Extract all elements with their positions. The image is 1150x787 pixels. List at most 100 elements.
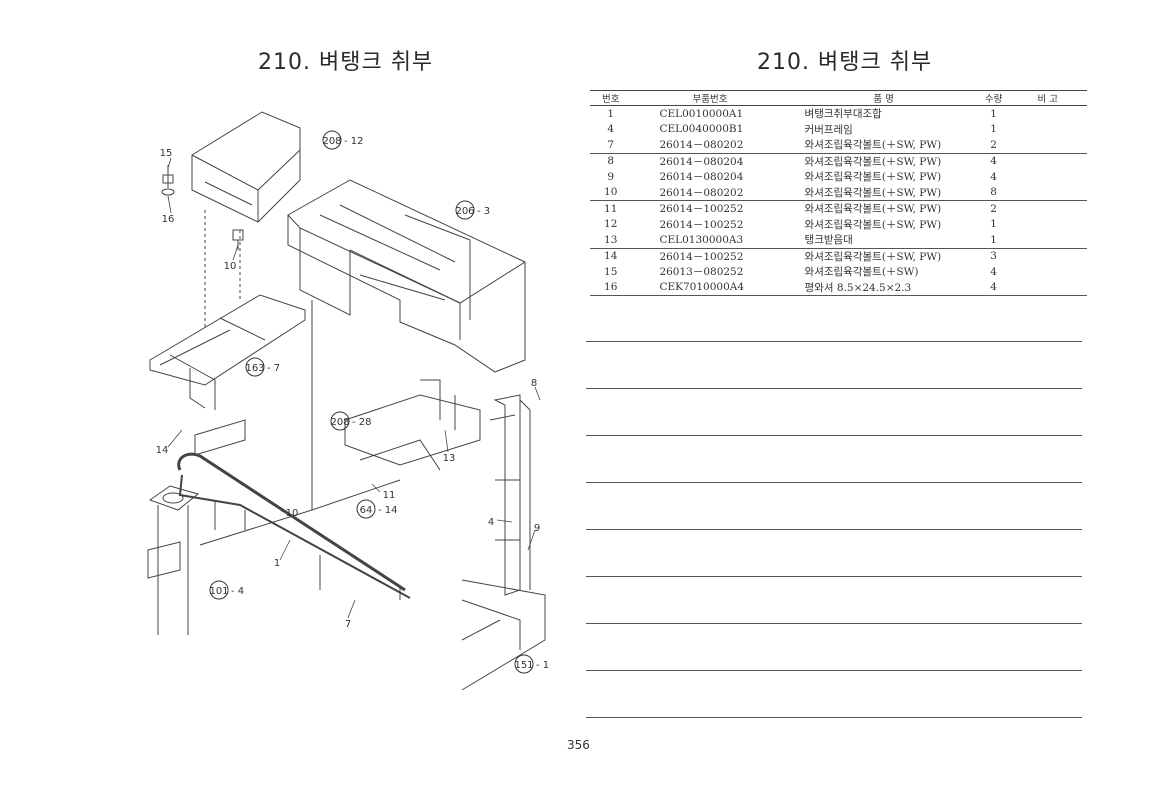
callout-10-upper: 10 <box>224 261 237 272</box>
callout-151-1-suffix: - 1 <box>536 660 549 671</box>
blank-rule-line <box>586 623 1082 624</box>
row-name: 탱크받음대 <box>788 232 979 249</box>
row-remarks <box>1008 106 1087 122</box>
row-no: 13 <box>590 232 632 249</box>
row-remarks <box>1008 232 1087 249</box>
row-qty: 4 <box>990 155 997 168</box>
callout-206-3-suffix: - 3 <box>477 206 490 217</box>
row-part-no: CEK7010000A4 <box>631 279 789 296</box>
table-row: 16 CEK7010000A4 평와셔 8.5×24.5×2.3 4 <box>590 279 1087 296</box>
table-row: 9 26014－080204 와셔조립육각볼트(＋SW, PW) 4 <box>590 169 1087 185</box>
row-no: 15 <box>604 265 618 278</box>
header-qty: 수량 <box>978 90 1009 106</box>
row-part-no: CEL0010000A1 <box>659 107 744 120</box>
row-remarks <box>1008 264 1087 280</box>
row-qty: 4 <box>990 265 997 278</box>
row-qty: 2 <box>978 137 1009 154</box>
row-no: 7 <box>590 137 632 154</box>
callout-11: 11 <box>383 490 396 501</box>
callout-13: 13 <box>443 453 456 464</box>
row-name: 평와셔 8.5×24.5×2.3 <box>788 279 979 296</box>
row-qty: 1 <box>990 123 997 136</box>
row-qty: 1 <box>990 107 997 120</box>
header-remarks: 비 고 <box>1008 90 1087 106</box>
row-remarks <box>1008 201 1087 217</box>
row-qty: 3 <box>990 250 997 263</box>
table-row: 1 CEL0010000A1 벼탱크취부대조합 1 <box>590 106 1087 122</box>
callout-10-lower: 10 <box>286 508 299 519</box>
row-no: 14 <box>604 250 618 263</box>
table-row: 10 26014－080202 와셔조립육각볼트(＋SW, PW) 8 <box>590 184 1087 201</box>
page-title-left: 210. 벼탱크 취부 <box>258 50 434 75</box>
callout-163-7-ref: 163 <box>245 363 264 374</box>
row-name: 와셔조립육각볼트(＋SW, PW) <box>804 218 942 231</box>
blank-rule-line <box>586 435 1082 436</box>
row-name: 커버프레임 <box>804 123 853 136</box>
table-row: 13 CEL0130000A3 탱크받음대 1 <box>590 232 1087 249</box>
blank-rule-line <box>586 529 1082 530</box>
row-remarks <box>1008 137 1087 154</box>
callout-16: 16 <box>162 214 175 225</box>
row-qty: 1 <box>978 232 1009 249</box>
callout-1: 1 <box>274 558 280 569</box>
row-no: 11 <box>604 202 618 215</box>
row-remarks <box>1008 122 1087 138</box>
blank-rule-line <box>586 482 1082 483</box>
callout-101-4-suffix: - 4 <box>231 586 244 597</box>
table-row: 7 26014－080202 와셔조립육각볼트(＋SW, PW) 2 <box>590 137 1087 154</box>
row-name: 와셔조립육각볼트(＋SW, PW) <box>788 184 979 201</box>
cover-frame-part <box>191 111 301 223</box>
row-name: 와셔조립육각볼트(＋SW, PW) <box>788 137 979 154</box>
row-part-no: 26014－080202 <box>631 137 789 154</box>
row-part-no: 26014－100252 <box>659 203 744 216</box>
row-remarks <box>1008 217 1087 233</box>
table-row: 14 26014－100252 와셔조립육각볼트(＋SW, PW) 3 <box>590 248 1087 264</box>
row-qty: 4 <box>978 279 1009 296</box>
row-no: 12 <box>604 218 618 231</box>
page-title-right: 210. 벼탱크 취부 <box>757 50 933 75</box>
callout-208-12-suffix: - 12 <box>344 136 364 147</box>
callout-101-4-ref: 101 <box>209 586 228 597</box>
row-name: 와셔조립육각볼트(＋SW, PW) <box>804 155 942 168</box>
table-row: 4 CEL0040000B1 커버프레임 1 <box>590 122 1087 138</box>
row-part-no: 26014－080202 <box>631 184 789 201</box>
row-name: 와셔조립육각볼트(＋SW, PW) <box>804 171 942 184</box>
row-no: 8 <box>607 155 615 168</box>
row-no: 16 <box>590 279 632 296</box>
row-name: 와셔조립육각볼트(＋SW) <box>804 266 919 279</box>
callout-15: 15 <box>160 148 173 159</box>
callout-151-1-ref: 151 <box>514 660 533 671</box>
page-number: 356 <box>567 738 590 752</box>
row-part-no: 26014－080204 <box>659 155 744 168</box>
callout-163-7-suffix: - 7 <box>267 363 280 374</box>
row-qty: 4 <box>990 170 997 183</box>
header-name: 품 명 <box>788 90 979 106</box>
blank-rule-line <box>586 576 1082 577</box>
row-remarks <box>1008 153 1087 169</box>
callout-64-14-suffix: - 14 <box>378 505 398 516</box>
callout-208-28-suffix: - 28 <box>352 417 372 428</box>
blank-rule-line <box>586 388 1082 389</box>
callout-9: 9 <box>534 523 540 534</box>
row-part-no: 26014－100252 <box>659 250 744 263</box>
table-row: 8 26014－080204 와셔조립육각볼트(＋SW, PW) 4 <box>590 153 1087 169</box>
row-part-no: 26014－100252 <box>659 218 744 231</box>
row-no: 9 <box>607 170 615 183</box>
row-name: 와셔조립육각볼트(＋SW, PW) <box>804 250 942 263</box>
callout-208-12-ref: 208 <box>322 136 341 147</box>
exploded-parts-diagram: 15 16 10 208 - 12 206 - 3 163 - 7 208 - … <box>147 111 549 691</box>
row-part-no: 26013－080252 <box>659 266 744 279</box>
row-remarks <box>1008 248 1087 264</box>
callout-208-28-ref: 208 <box>330 417 349 428</box>
callout-7: 7 <box>345 619 351 630</box>
callout-64-14-ref: 64 <box>360 505 373 516</box>
base-plate-part <box>149 294 306 386</box>
callout-4: 4 <box>488 517 494 528</box>
header-part-no: 부품번호 <box>631 90 789 106</box>
row-no: 1 <box>607 107 615 120</box>
table-row: 11 26014－100252 와셔조립육각볼트(＋SW, PW) 2 <box>590 201 1087 217</box>
row-qty: 1 <box>990 218 997 231</box>
tank-frame-part <box>287 179 526 373</box>
row-part-no: CEL0040000B1 <box>659 123 744 136</box>
blank-rule-line <box>586 341 1082 342</box>
